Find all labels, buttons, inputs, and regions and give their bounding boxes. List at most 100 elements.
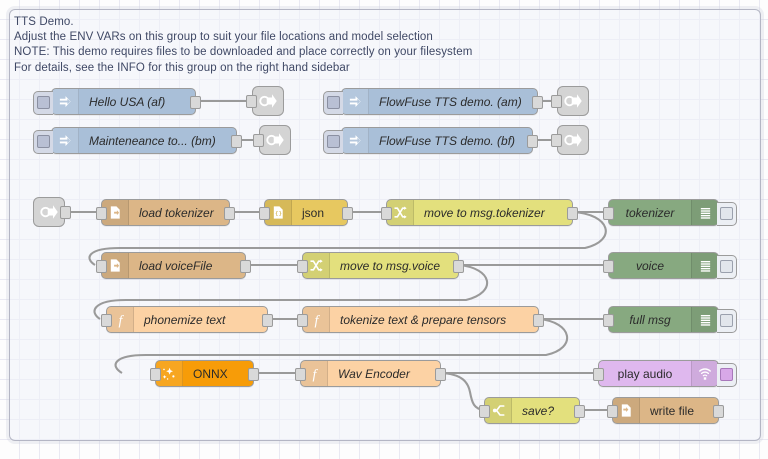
output-port[interactable] (190, 95, 201, 109)
node-tokenize-prepare-tensors[interactable]: f tokenize text & prepare tensors (297, 306, 544, 333)
link-out-icon (564, 133, 582, 147)
node-label: play audio (617, 366, 673, 381)
output-port[interactable] (533, 313, 544, 327)
output-port[interactable] (224, 206, 235, 220)
node-label: json (302, 205, 325, 220)
node-label: phonemize text (144, 312, 226, 327)
debug-lines-icon (691, 200, 718, 225)
node-inject-flowfuse-bf[interactable]: FlowFuse TTS demo. (bf) (323, 127, 538, 154)
node-move-to-msg-tokenizer[interactable]: move to msg.tokenizer (381, 199, 578, 226)
node-debug-voice[interactable]: voice (603, 252, 737, 279)
node-label: voice (635, 258, 664, 273)
input-port[interactable] (259, 206, 270, 220)
node-link-out-2[interactable] (253, 125, 291, 155)
output-port[interactable] (435, 367, 446, 381)
node-label: tokenize text & prepare tensors (340, 312, 507, 327)
node-link-out-3[interactable] (551, 86, 589, 116)
node-save-switch[interactable]: save? (479, 397, 585, 424)
node-label: save? (522, 403, 555, 418)
output-port[interactable] (527, 134, 538, 148)
inject-arrow-icon (52, 89, 79, 114)
output-port[interactable] (240, 259, 251, 273)
input-port[interactable] (603, 313, 614, 327)
input-port[interactable] (295, 367, 306, 381)
output-port[interactable] (532, 95, 543, 109)
input-port[interactable] (603, 259, 614, 273)
debug-enable-button[interactable] (717, 308, 737, 333)
debug-enable-button[interactable] (717, 254, 737, 279)
input-port[interactable] (253, 134, 264, 147)
node-load-tokenizer[interactable]: load tokenizer (96, 199, 235, 226)
inject-trigger-button[interactable] (33, 90, 53, 115)
input-port[interactable] (246, 95, 257, 108)
node-wav-encoder[interactable]: f Wav Encoder (295, 360, 446, 387)
inject-arrow-icon (342, 128, 369, 153)
input-port[interactable] (551, 134, 562, 147)
node-label: load voiceFile (139, 258, 213, 273)
node-label: Wav Encoder (338, 366, 410, 381)
group-note-text: TTS Demo. Adjust the ENV VARs on this gr… (14, 16, 473, 74)
output-port[interactable] (60, 206, 71, 219)
link-out-icon (259, 94, 277, 108)
node-label: Mainteneance to... (bm) (89, 133, 216, 148)
file-out-icon (613, 398, 640, 423)
node-phonemize-text[interactable]: f phonemize text (101, 306, 273, 333)
input-port[interactable] (603, 206, 614, 220)
output-port[interactable] (574, 404, 585, 418)
node-label: load tokenizer (139, 205, 214, 220)
svg-text:{}: {} (275, 210, 282, 217)
play-audio-button[interactable] (717, 362, 737, 387)
input-port[interactable] (297, 259, 308, 273)
node-label: move to msg.voice (340, 258, 441, 273)
node-debug-full-msg[interactable]: full msg (603, 306, 737, 333)
node-label: FlowFuse TTS demo. (am) (379, 94, 522, 109)
debug-lines-icon (691, 253, 718, 278)
node-label: full msg (629, 312, 671, 327)
node-onnx[interactable]: ONNX (150, 360, 259, 387)
speaker-waves-icon (691, 361, 718, 386)
input-port[interactable] (96, 206, 107, 220)
link-in-icon (40, 205, 58, 219)
node-label: Hello USA (af) (89, 94, 166, 109)
output-port[interactable] (231, 134, 242, 148)
input-port[interactable] (101, 313, 112, 327)
link-out-icon (564, 94, 582, 108)
svg-text:f: f (314, 312, 320, 327)
input-port[interactable] (297, 313, 308, 327)
node-inject-hello-usa[interactable]: Hello USA (af) (33, 88, 201, 115)
node-inject-flowfuse-am[interactable]: FlowFuse TTS demo. (am) (323, 88, 543, 115)
output-port[interactable] (713, 404, 724, 418)
input-port[interactable] (381, 206, 392, 220)
output-port[interactable] (342, 206, 353, 220)
node-load-voicefile[interactable]: load voiceFile (96, 252, 251, 279)
node-move-to-msg-voice[interactable]: move to msg.voice (297, 252, 464, 279)
node-label: FlowFuse TTS demo. (bf) (379, 133, 516, 148)
node-debug-tokenizer[interactable]: tokenizer (603, 199, 737, 226)
node-link-out-1[interactable] (246, 86, 284, 116)
node-label: tokenizer (625, 205, 675, 220)
output-port[interactable] (262, 313, 273, 327)
node-json[interactable]: {} json (259, 199, 353, 226)
inject-arrow-icon (52, 128, 79, 153)
input-port[interactable] (96, 259, 107, 273)
node-link-in-1[interactable] (33, 197, 71, 227)
input-port[interactable] (551, 95, 562, 108)
inject-trigger-button[interactable] (323, 90, 343, 115)
input-port[interactable] (607, 404, 618, 418)
output-port[interactable] (453, 259, 464, 273)
inject-trigger-button[interactable] (33, 129, 53, 154)
node-play-audio[interactable]: play audio (593, 360, 737, 387)
inject-trigger-button[interactable] (323, 129, 343, 154)
debug-enable-button[interactable] (717, 201, 737, 226)
svg-text:f: f (118, 312, 124, 327)
node-write-file[interactable]: write file (607, 397, 724, 424)
output-port[interactable] (248, 367, 259, 381)
input-port[interactable] (593, 367, 604, 381)
inject-arrow-icon (342, 89, 369, 114)
node-link-out-4[interactable] (551, 125, 589, 155)
node-inject-maintenance[interactable]: Mainteneance to... (bm) (33, 127, 242, 154)
input-port[interactable] (479, 404, 490, 418)
input-port[interactable] (150, 367, 161, 381)
output-port[interactable] (567, 206, 578, 220)
